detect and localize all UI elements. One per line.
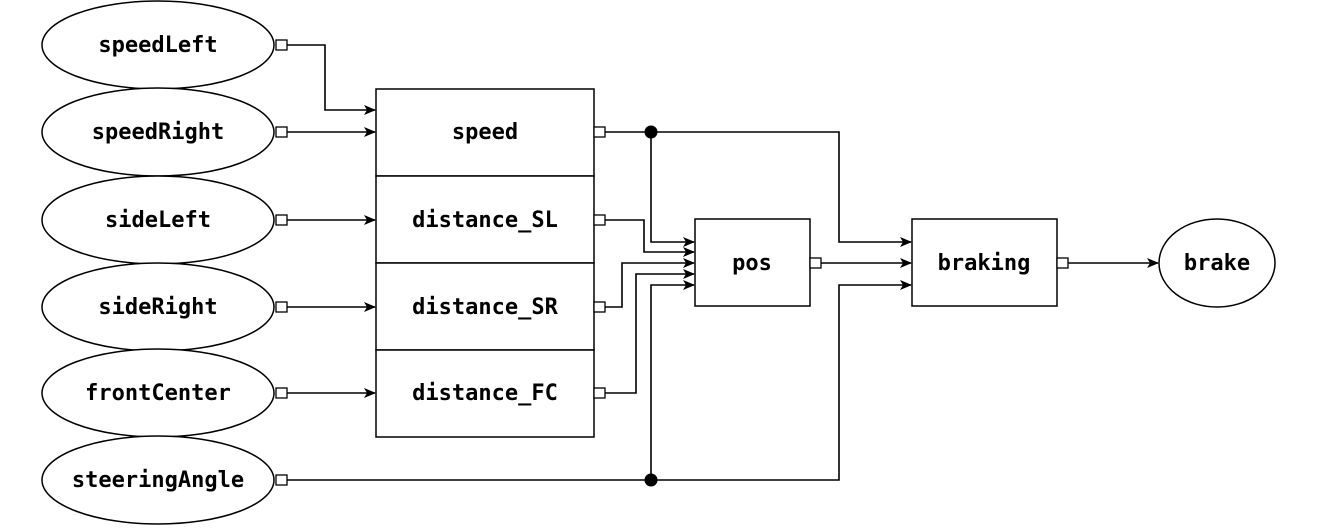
wire-distance-fc-pos — [605, 269, 695, 394]
block-label: speed — [452, 120, 518, 145]
braking-label: braking — [938, 251, 1031, 276]
block-row-distance-sr[interactable]: distance_SR — [375, 262, 606, 351]
input-label: sideLeft — [105, 208, 211, 233]
block-row-distance-fc[interactable]: distance_FC — [375, 349, 606, 438]
wire-distance-sr-pos — [605, 258, 695, 308]
wire-distance-sl-pos — [605, 219, 695, 257]
output-port — [275, 214, 288, 226]
wire-steeringAngle-out — [287, 280, 912, 481]
wire-speedLeft-speed — [287, 44, 376, 115]
output-port — [275, 301, 288, 313]
sensor-block: speed distance_SL distance_SR distance_F… — [375, 88, 606, 438]
output-port — [809, 257, 822, 269]
input-node-sideRight[interactable]: sideRight — [41, 262, 288, 352]
block-label: distance_SL — [412, 208, 558, 233]
output-node-brake[interactable]: brake — [1158, 218, 1276, 308]
input-label: steeringAngle — [72, 468, 244, 493]
input-node-frontCenter[interactable]: frontCenter — [41, 348, 288, 438]
output-label: brake — [1184, 251, 1250, 276]
junction-steering — [644, 473, 658, 487]
output-port — [1056, 257, 1069, 269]
input-label: speedLeft — [98, 33, 217, 58]
output-port — [593, 214, 606, 226]
block-row-distance-sl[interactable]: distance_SL — [375, 175, 606, 264]
input-node-speedLeft[interactable]: speedLeft — [41, 0, 288, 90]
block-row-speed[interactable]: speed — [375, 88, 606, 177]
input-node-sideLeft[interactable]: sideLeft — [41, 175, 288, 265]
input-label: frontCenter — [85, 381, 231, 406]
wire-speed-pos — [650, 132, 695, 247]
pos-label: pos — [732, 251, 772, 276]
junction-speed — [644, 125, 658, 139]
output-port — [275, 474, 288, 486]
input-node-steeringAngle[interactable]: steeringAngle — [41, 435, 288, 525]
wire-speed-out — [605, 131, 912, 247]
block-label: distance_FC — [412, 381, 558, 406]
output-port — [275, 126, 288, 138]
output-port — [593, 126, 606, 138]
pos-block[interactable]: pos — [694, 218, 822, 307]
wires — [287, 44, 1159, 481]
input-label: speedRight — [92, 120, 224, 145]
braking-block[interactable]: braking — [911, 218, 1069, 307]
block-label: distance_SR — [412, 295, 558, 320]
output-port — [593, 301, 606, 313]
input-node-speedRight[interactable]: speedRight — [41, 87, 288, 177]
output-port — [275, 39, 288, 51]
output-port — [593, 387, 606, 399]
output-port — [275, 387, 288, 399]
wire-steeringAngle-pos — [650, 280, 695, 480]
input-label: sideRight — [98, 295, 217, 320]
